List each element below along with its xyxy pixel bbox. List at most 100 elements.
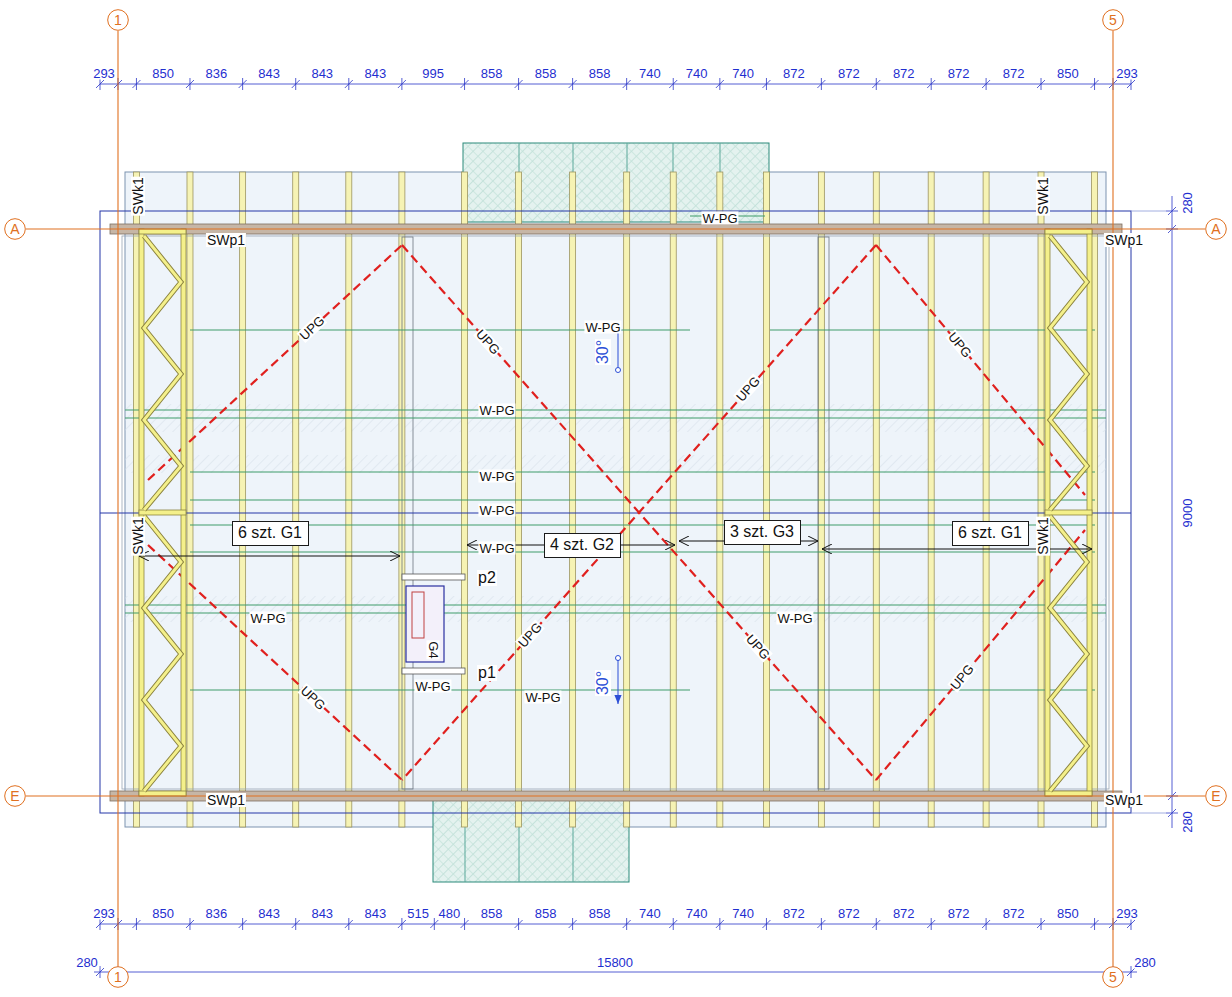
hip-code: UPG	[515, 619, 545, 650]
dimension-text: 293	[92, 907, 116, 920]
dimension-tick	[623, 918, 631, 930]
axis-name: 5	[1109, 969, 1117, 985]
grid-axis-bubble: 1	[107, 9, 129, 31]
quantity-text: 6 szt. G1	[958, 524, 1022, 542]
dimension-text: 858	[588, 67, 612, 80]
extension-line	[1131, 813, 1166, 814]
member-code: W-PG	[524, 691, 561, 704]
grid-axis-bubble: 1	[107, 966, 129, 988]
collar-tie	[190, 551, 1095, 552]
dimension-text: 858	[480, 67, 504, 80]
dimension-text: 858	[534, 67, 558, 80]
ridge-line	[100, 513, 1131, 514]
collar-tie	[125, 417, 1106, 418]
truss-web	[144, 236, 181, 510]
dimension-tick	[669, 918, 677, 930]
dimension-tick	[186, 78, 194, 90]
dimension-line	[1172, 196, 1173, 828]
collar-ties	[125, 216, 1106, 690]
slope-angle: 30°	[595, 339, 611, 365]
grid-axis-bubble: A	[4, 218, 26, 240]
rafter	[133, 172, 139, 827]
dimension-text: 843	[257, 67, 281, 80]
dimension-line	[100, 924, 1131, 925]
dimension-text: 843	[363, 907, 387, 920]
bubble-circle	[1103, 10, 1124, 31]
dimension-text: 740	[685, 67, 709, 80]
hip-line	[402, 245, 876, 780]
bubble-circle	[108, 967, 129, 988]
dimension-tick	[762, 918, 770, 930]
element-mark: p1	[477, 665, 497, 681]
bubble-circle	[5, 786, 26, 807]
dimension-tick	[239, 918, 247, 930]
quantity-box: 6 szt. G1	[232, 521, 309, 546]
dimension-text: 872	[837, 67, 861, 80]
bubble-circle	[1103, 967, 1124, 988]
truss-web	[144, 516, 181, 791]
dimension-ticks	[96, 78, 1135, 930]
element-code: SWp1	[1104, 233, 1144, 247]
dimension-text: 15800	[596, 956, 634, 969]
slope-arrow-dot	[616, 368, 621, 373]
truss-chord	[139, 229, 186, 234]
dimension-line	[94, 972, 1137, 973]
axis-name: E	[1211, 788, 1220, 804]
dimension-tick	[716, 78, 724, 90]
dimension-text: 872	[947, 67, 971, 80]
dimension-tick	[292, 78, 300, 90]
member-code: W-PG	[701, 212, 738, 225]
grid-axis-line	[26, 795, 1205, 796]
dimension-tick	[96, 78, 104, 90]
dimension-text: 480	[438, 907, 462, 920]
hip-code: UPG	[945, 329, 974, 360]
dimension-tick	[1037, 918, 1045, 930]
bubble-circle	[1206, 219, 1227, 240]
dimension-text: 515	[406, 907, 430, 920]
dimension-tick	[1091, 918, 1099, 930]
dimension-text: 9000	[1181, 498, 1194, 529]
element-mark: G4	[427, 640, 440, 659]
dimension-tick	[186, 918, 194, 930]
dimension-tick	[96, 918, 104, 930]
collar-tie	[190, 499, 1095, 500]
dimension-tick	[398, 918, 406, 930]
dimension-tick	[1037, 78, 1045, 90]
member-code: W-PG	[414, 680, 451, 693]
collar-tie	[190, 471, 1095, 472]
rafters	[133, 172, 1097, 827]
collar-tie	[125, 409, 1106, 410]
dimension-text: 280	[1181, 191, 1194, 215]
chimney-flue	[412, 592, 424, 638]
axis-name: E	[10, 788, 19, 804]
dimension-tick	[817, 918, 825, 930]
member-code: W-PG	[584, 321, 621, 334]
trimmer-beam	[402, 574, 465, 580]
roof-outline	[100, 211, 1131, 813]
axis-name: 1	[114, 969, 122, 985]
dimension-tick	[982, 78, 990, 90]
bubble-circle	[5, 219, 26, 240]
dimension-text: 872	[837, 907, 861, 920]
dimension-tick	[1127, 78, 1135, 90]
quantity-box: 3 szt. G3	[724, 520, 801, 545]
quantity-box: 6 szt. G1	[952, 521, 1029, 546]
slope-arrow-dot	[616, 656, 621, 661]
dimension-tick	[461, 918, 469, 930]
dimension-tick	[927, 918, 935, 930]
axis-name: A	[1211, 221, 1220, 237]
member-code: W-PG	[478, 470, 515, 483]
dimension-text: 850	[1056, 67, 1080, 80]
dimension-lines	[94, 84, 1178, 978]
grid-axis-line	[1112, 31, 1113, 966]
collar-tie	[125, 604, 1106, 605]
dimension-text: 872	[947, 907, 971, 920]
dimension-text: 293	[1115, 67, 1139, 80]
extension-line	[1131, 211, 1166, 212]
grid-axis-bubble: E	[1205, 785, 1227, 807]
grid-axis-line	[117, 31, 118, 966]
dimension-text: 850	[151, 67, 175, 80]
hip-lines	[148, 245, 1085, 780]
hip-code: UPG	[297, 313, 328, 343]
